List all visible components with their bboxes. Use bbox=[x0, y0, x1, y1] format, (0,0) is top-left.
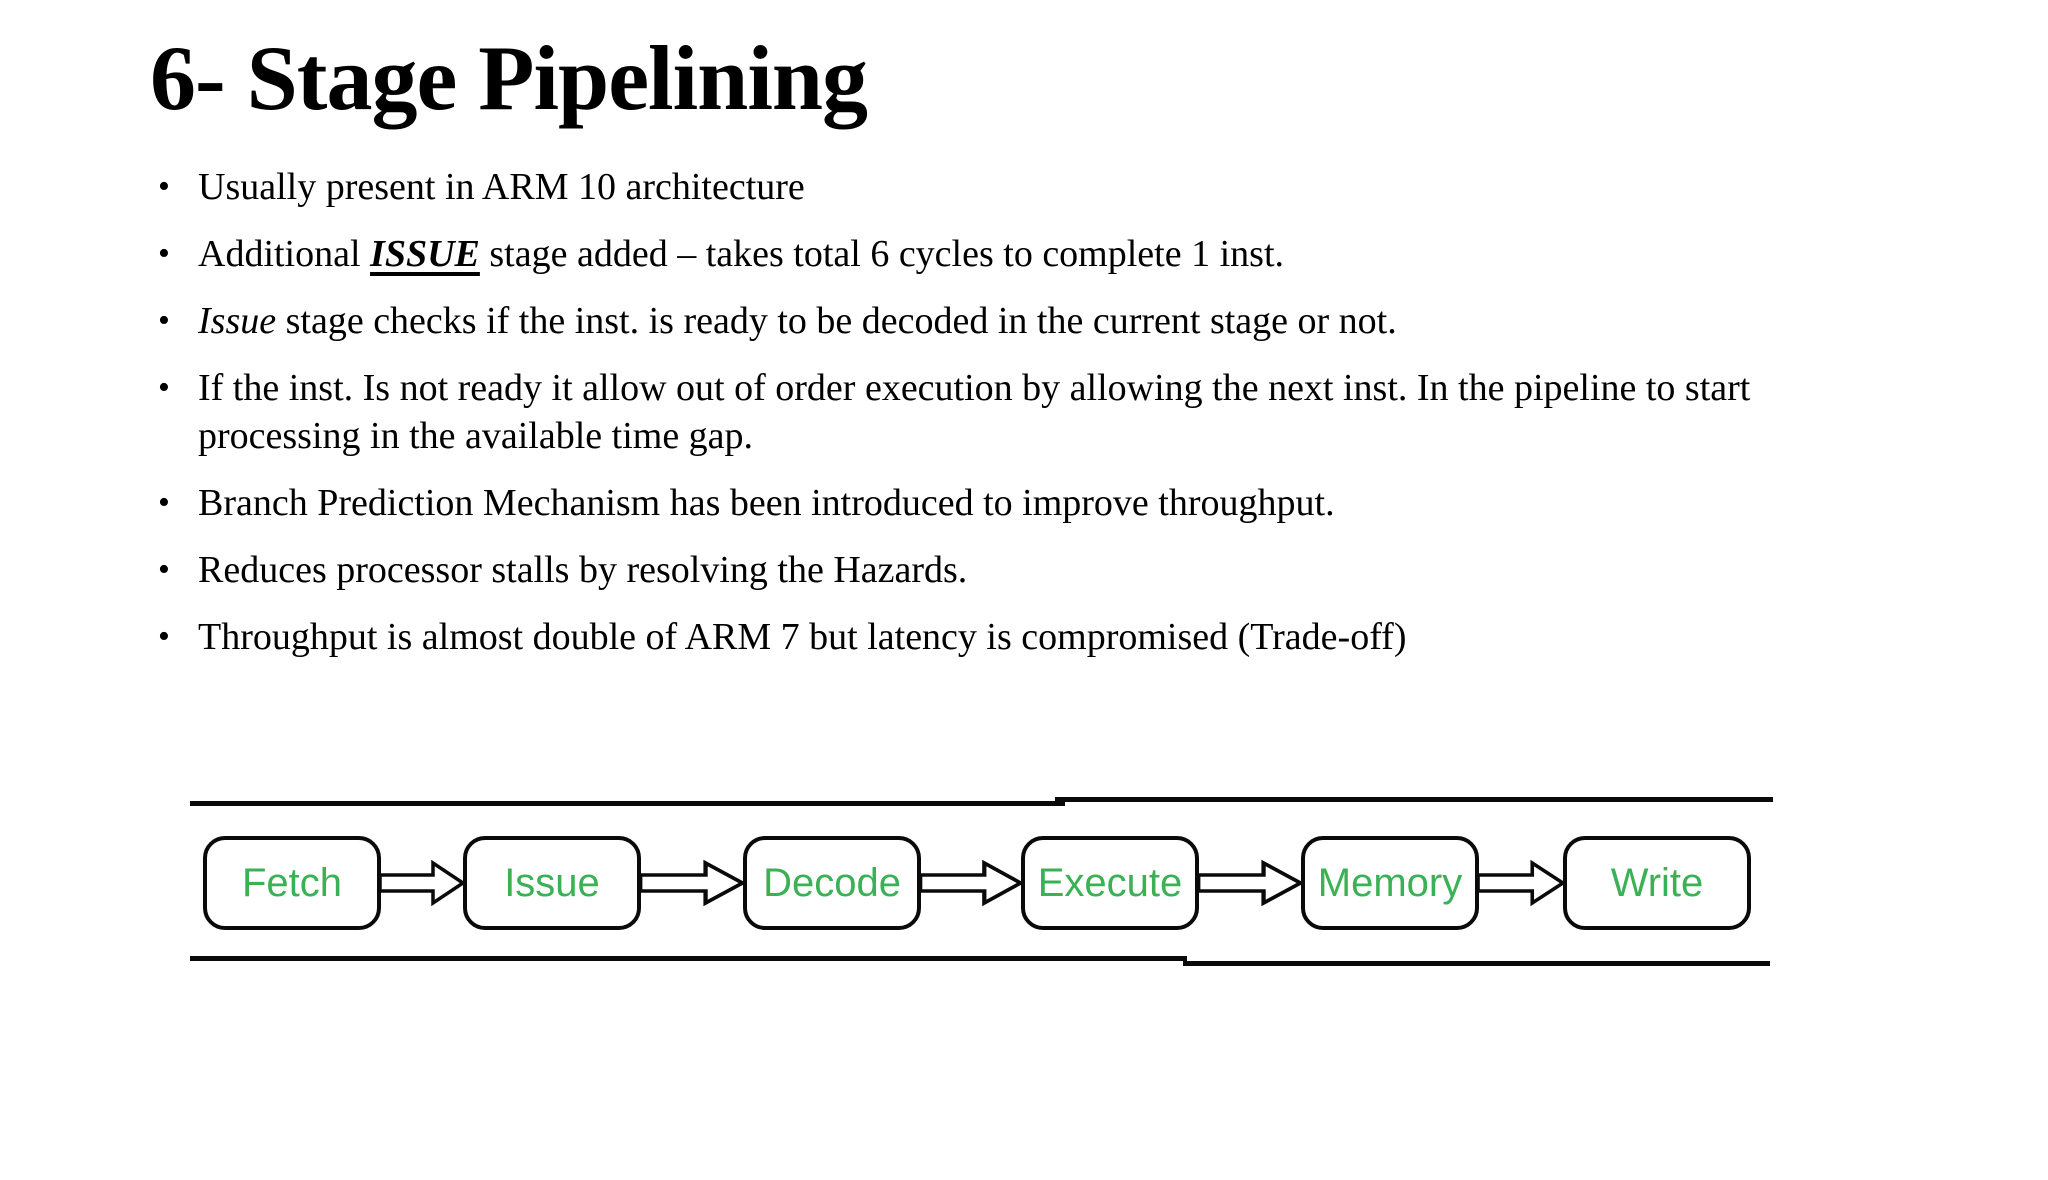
bullet-text: If the inst. Is not ready it allow out o… bbox=[198, 367, 1750, 457]
bullet-segment: stage checks if the inst. is ready to be… bbox=[276, 300, 1397, 343]
stage-box-write: Write bbox=[1563, 836, 1751, 930]
stage-box-issue: Issue bbox=[463, 836, 641, 930]
bullet-item: • Usually present in ARM 10 architecture bbox=[150, 163, 1910, 211]
bullet-segment: Throughput is almost double of ARM 7 but… bbox=[198, 616, 1407, 659]
bullet-segment: Branch Prediction Mechanism has been int… bbox=[198, 482, 1335, 525]
right-arrow-icon bbox=[639, 859, 745, 907]
page-title: 6- Stage Pipelining bbox=[150, 27, 868, 129]
right-arrow-icon bbox=[1477, 859, 1565, 907]
bullet-text: Additional ISSUE stage added – takes tot… bbox=[198, 233, 1284, 275]
stage-label: Issue bbox=[504, 860, 600, 905]
bullet-item: • Reduces processor stalls by resolving t… bbox=[150, 546, 1910, 594]
bullet-segment: Usually present in ARM 10 architecture bbox=[198, 166, 805, 209]
bullet-text: Branch Prediction Mechanism has been int… bbox=[198, 482, 1335, 524]
bullet-item: • Throughput is almost double of ARM 7 bu… bbox=[150, 613, 1910, 661]
bullet-item: • Additional ISSUE stage added – takes to… bbox=[150, 230, 1910, 278]
bullet-segment: stage added – takes total 6 cycles to co… bbox=[479, 233, 1284, 276]
slide: 6- Stage Pipelining • Usually present in … bbox=[0, 27, 2048, 1180]
bullet-marker: • bbox=[158, 168, 170, 206]
stage-label: Fetch bbox=[241, 860, 343, 905]
stage-box-decode: Decode bbox=[743, 836, 921, 930]
stage-label: Memory bbox=[1317, 860, 1463, 905]
pipeline-top-line-right bbox=[1055, 797, 1773, 802]
stage-box-fetch: Fetch bbox=[203, 836, 381, 930]
right-arrow-icon bbox=[919, 859, 1023, 907]
bullet-marker: • bbox=[158, 618, 170, 656]
stage-box-memory: Memory bbox=[1301, 836, 1479, 930]
bullet-segment: Issue bbox=[198, 300, 277, 343]
pipeline-bottom-line-right bbox=[1183, 961, 1770, 966]
bullet-marker: • bbox=[158, 235, 170, 273]
bullet-segment: ISSUE bbox=[370, 233, 480, 276]
bullet-marker: • bbox=[158, 369, 170, 407]
bullet-marker: • bbox=[158, 302, 170, 340]
stage-label: Decode bbox=[763, 860, 901, 905]
right-arrow-icon bbox=[379, 859, 465, 907]
bullet-item: • If the inst. Is not ready it allow out … bbox=[150, 364, 1910, 460]
bullet-list: •Usually present in ARM 10 architecture•… bbox=[150, 163, 1910, 661]
bullet-text: Reduces processor stalls by resolving th… bbox=[198, 549, 967, 591]
bullet-text: Usually present in ARM 10 architecture bbox=[198, 166, 805, 208]
stage-label: Write bbox=[1610, 860, 1704, 905]
bullet-text: Throughput is almost double of ARM 7 but… bbox=[198, 616, 1406, 658]
bullet-item: • Branch Prediction Mechanism has been in… bbox=[150, 479, 1910, 527]
bullet-item: • Issue stage checks if the inst. is read… bbox=[150, 297, 1910, 345]
stage-label: Execute bbox=[1037, 860, 1183, 905]
stage-box-execute: Execute bbox=[1021, 836, 1199, 930]
pipeline-top-line-left bbox=[190, 801, 1065, 806]
bullet-segment: Additional bbox=[198, 233, 371, 276]
bullet-marker: • bbox=[158, 484, 170, 522]
pipeline-bottom-line-left bbox=[190, 956, 1187, 961]
bullet-marker: • bbox=[158, 551, 170, 589]
bullet-segment: Reduces processor stalls by resolving th… bbox=[198, 549, 968, 592]
right-arrow-icon bbox=[1197, 859, 1303, 907]
bullet-segment: If the inst. Is not ready it allow out o… bbox=[198, 367, 1751, 458]
bullet-text: Issue stage checks if the inst. is ready… bbox=[198, 300, 1397, 342]
